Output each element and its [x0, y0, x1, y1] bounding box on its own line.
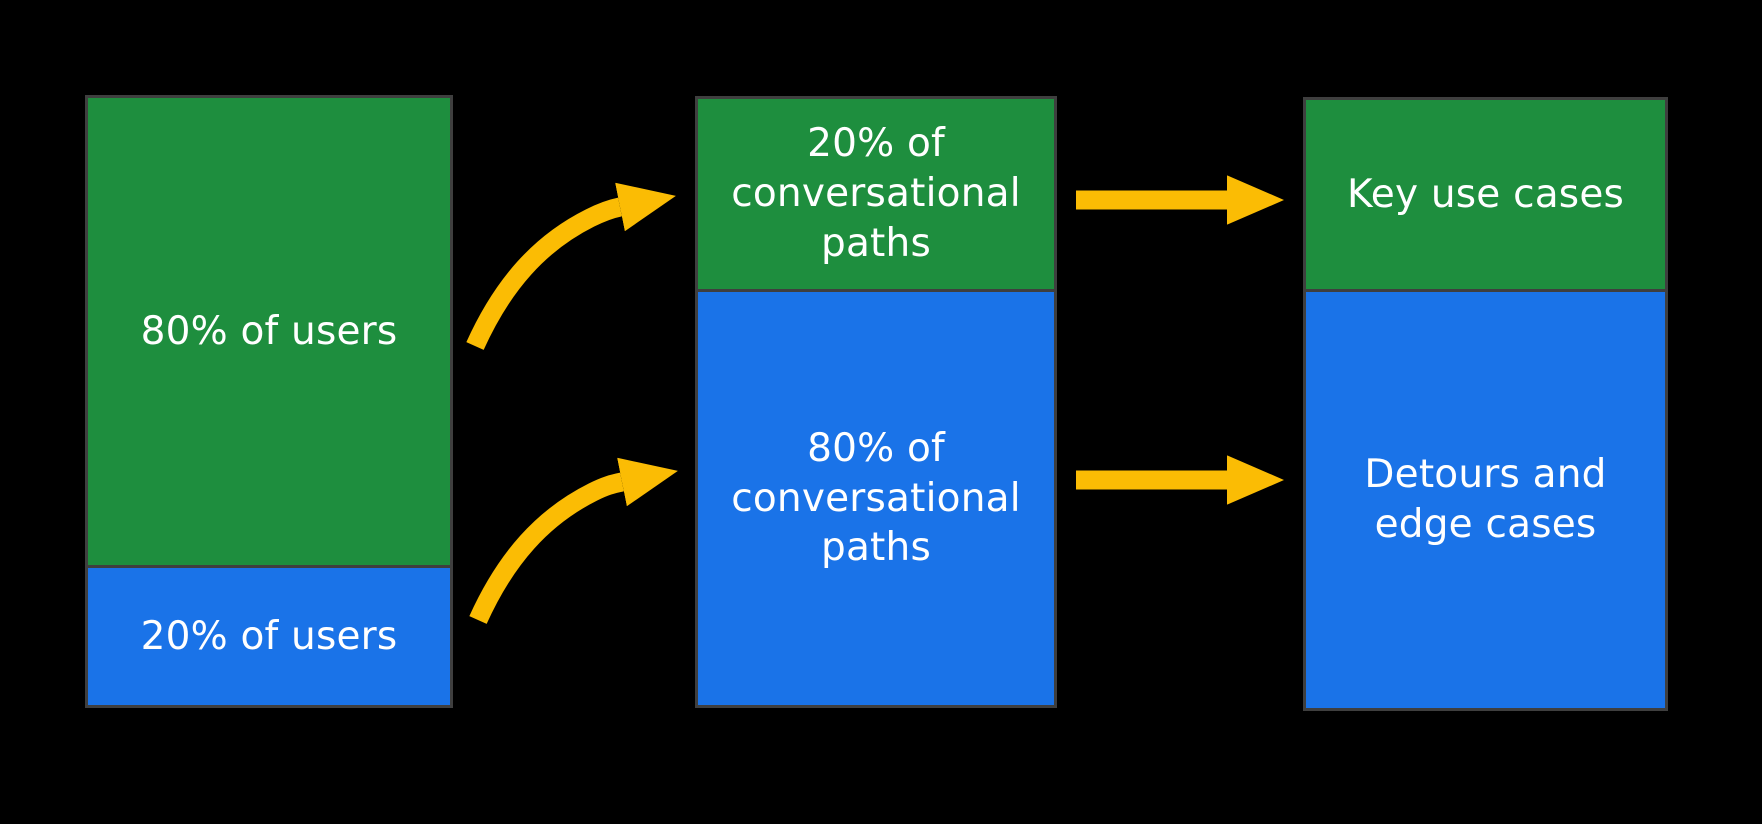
conversational-paths-bar: 20% of conversational paths 80% of conve… [695, 96, 1057, 708]
users-majority-label: 80% of users [140, 308, 398, 354]
users-majority-segment: 80% of users [88, 98, 450, 568]
paths-majority-segment: 80% of conversational paths [698, 292, 1054, 705]
detours-segment: Detours and edge cases [1306, 292, 1665, 708]
users-bar: 80% of users 20% of users [85, 95, 453, 708]
paths-minority-label: 20% of conversational paths [731, 121, 1021, 266]
outcomes-bar: Key use cases Detours and edge cases [1303, 97, 1668, 711]
curved-arrow-users80-to-paths20 [466, 182, 676, 350]
key-use-cases-segment: Key use cases [1306, 100, 1665, 292]
detours-label: Detours and edge cases [1364, 452, 1607, 547]
users-minority-label: 20% of users [140, 613, 398, 659]
curved-arrow-users20-to-paths80 [469, 457, 678, 624]
paths-minority-segment: 20% of conversational paths [698, 99, 1054, 292]
key-use-cases-label: Key use cases [1346, 171, 1625, 217]
users-minority-segment: 20% of users [88, 568, 450, 705]
paths-majority-label: 80% of conversational paths [731, 425, 1021, 571]
